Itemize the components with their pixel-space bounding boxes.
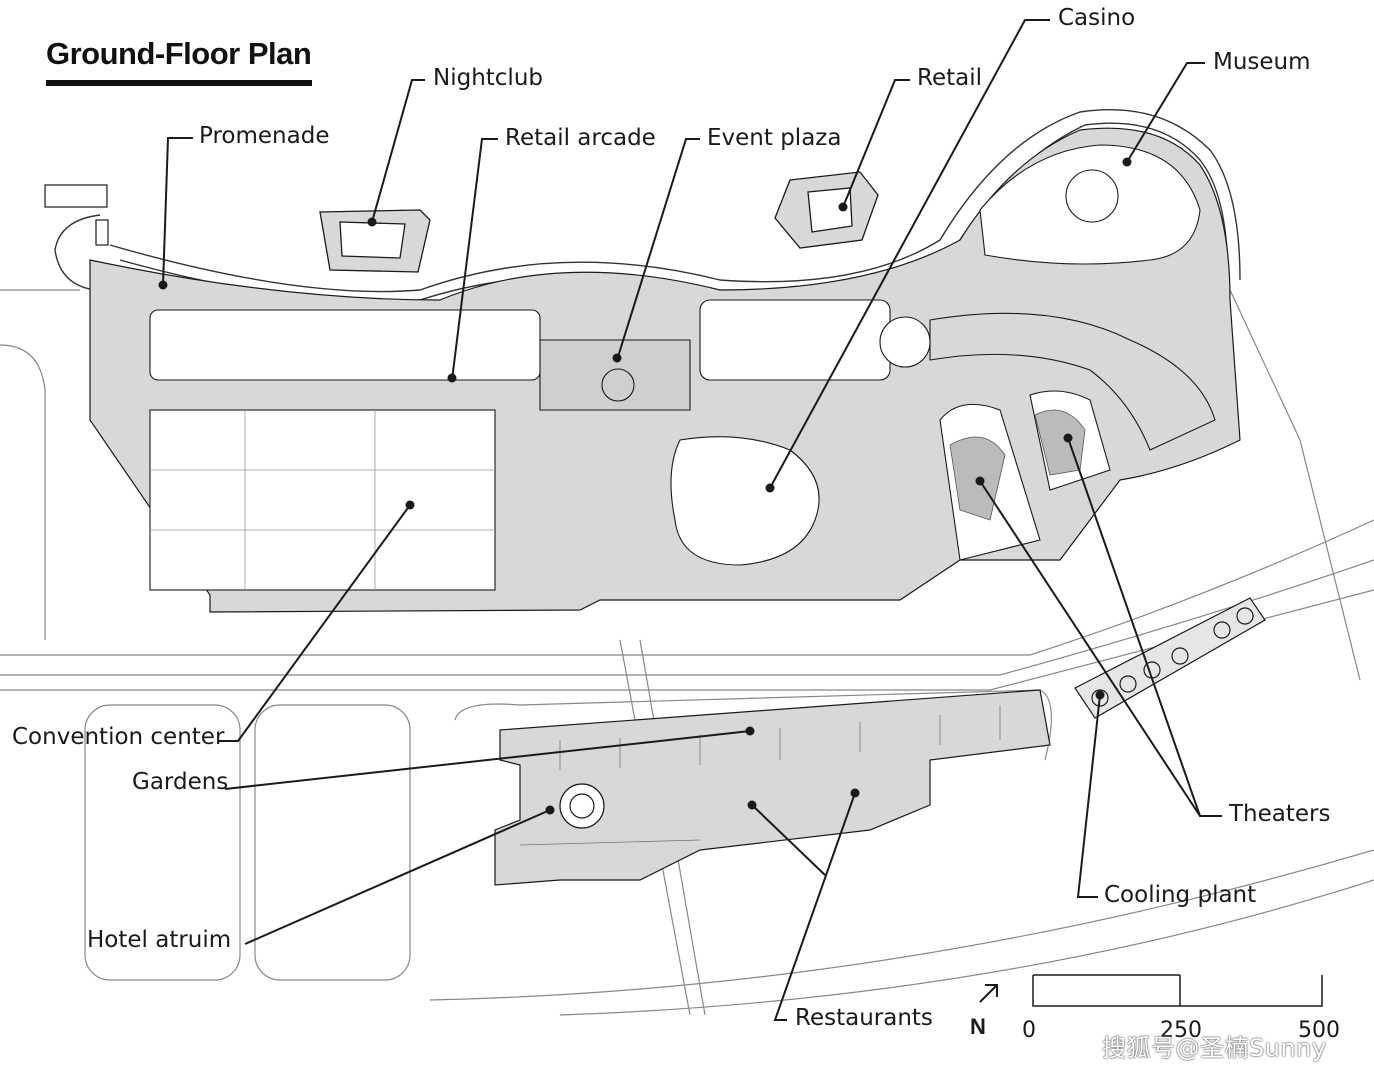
label-hotel-atrium: Hotel atruim (87, 927, 232, 953)
scale-tick-0: 0 (1022, 1018, 1036, 1043)
label-event-plaza: Event plaza (707, 125, 842, 151)
watermark: 搜狐号@圣楠Sunny (1102, 1034, 1327, 1062)
label-casino: Casino (1058, 5, 1136, 31)
jetty (44, 184, 109, 246)
label-retail: Retail (917, 65, 982, 91)
label-museum: Museum (1213, 49, 1311, 75)
label-promenade: Promenade (199, 123, 330, 149)
label-cooling-plant: Cooling plant (1104, 882, 1257, 908)
cooling-plant (1074, 597, 1266, 719)
label-theaters: Theaters (1229, 801, 1331, 827)
label-nightclub: Nightclub (433, 65, 544, 91)
nightclub-building (319, 209, 431, 273)
scale-tick-250: 250 (1160, 1018, 1202, 1043)
label-restaurants: Restaurants (795, 1005, 933, 1031)
label-gardens: Gardens (132, 769, 229, 795)
scale-bar (1032, 974, 1323, 1007)
convention-grid (150, 410, 495, 590)
north-label: N (970, 1014, 986, 1039)
label-retail-arcade: Retail arcade (505, 125, 656, 151)
title-underline (46, 80, 312, 86)
hotel-complex (494, 689, 1051, 886)
plan-title: Ground-Floor Plan (46, 36, 312, 71)
retail-pavilion (774, 171, 879, 249)
north-arrow-icon (979, 984, 998, 1003)
hotel-rooms (519, 705, 1001, 846)
label-convention-center: Convention center (12, 724, 225, 750)
scale-tick-500: 500 (1298, 1018, 1340, 1043)
leader-lines (162, 19, 1222, 1021)
leader-dots (158, 157, 1132, 815)
